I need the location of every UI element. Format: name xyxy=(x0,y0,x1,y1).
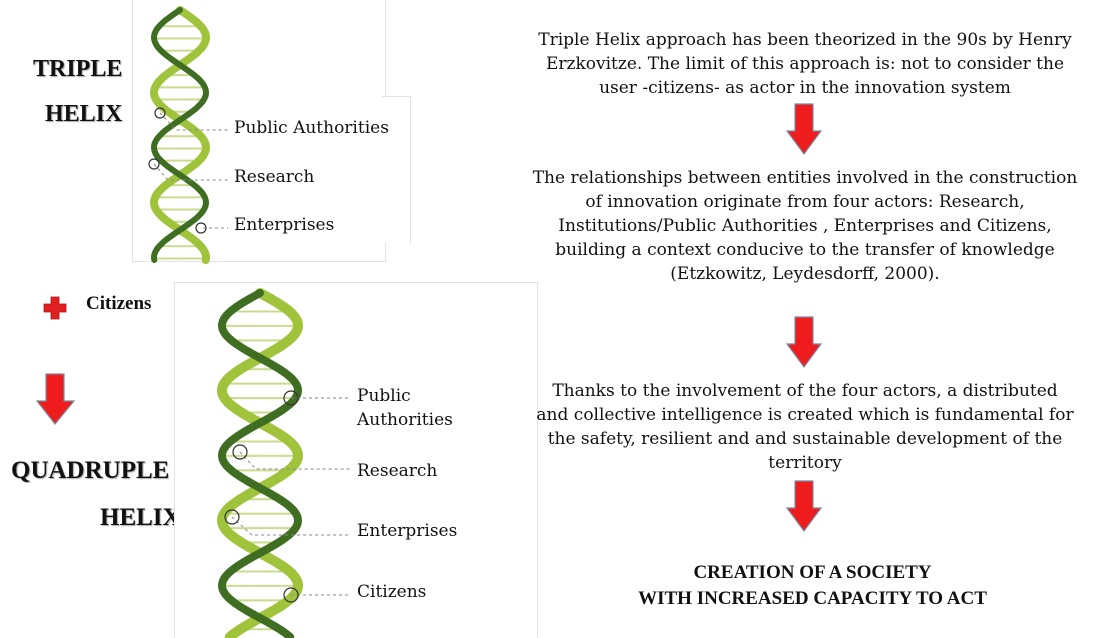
step3-line3: the safety, resilient and and sustainabl… xyxy=(547,429,1063,449)
helix-strand xyxy=(149,6,211,264)
helix-strand xyxy=(216,288,304,638)
step1-line3: user -citizens- as actor in the innovati… xyxy=(599,78,1011,98)
down-arrow-icon xyxy=(35,373,76,425)
conclusion-line2: WITH INCREASED CAPACITY TO ACT xyxy=(638,588,987,609)
step3-line2: and collective intelligence is created w… xyxy=(536,405,1074,425)
step3-line4: territory xyxy=(768,453,842,473)
step2-text: The relationships between entities invol… xyxy=(480,166,1110,286)
step1-text: Triple Helix approach has been theorized… xyxy=(480,28,1110,100)
conclusion-text: CREATION OF A SOCIETY WITH INCREASED CAP… xyxy=(540,560,1085,612)
step2-line1: The relationships between entities invol… xyxy=(532,168,1078,188)
step3-text: Thanks to the involvement of the four ac… xyxy=(480,379,1110,475)
quadruple-label-enterprises: Enterprises xyxy=(357,521,458,541)
step2-line2: of innovation originate from four actors… xyxy=(585,192,1025,212)
quadruple-label-citizens: Citizens xyxy=(357,582,427,602)
down-arrow-icon xyxy=(785,316,823,369)
step1-line1: Triple Helix approach has been theorized… xyxy=(538,30,1072,50)
triple-helix-dna-image xyxy=(149,6,211,264)
triple-helix-title-line2: HELIX xyxy=(45,101,123,127)
conclusion-line1: CREATION OF A SOCIETY xyxy=(693,562,932,583)
helix-strand xyxy=(217,289,303,638)
step2-line5: (Etzkowitz, Leydesdorff, 2000). xyxy=(670,264,940,284)
triple-label-enterprises: Enterprises xyxy=(234,215,335,235)
triple-helix-panel-notch xyxy=(382,96,411,243)
down-arrow-icon xyxy=(785,480,823,533)
plus-citizens-label: Citizens xyxy=(86,293,152,314)
quadruple-helix-title-line2: HELIX xyxy=(100,504,181,531)
step3-line1: Thanks to the involvement of the four ac… xyxy=(552,381,1058,401)
quadruple-helix-title-line1: QUADRUPLE xyxy=(11,457,170,484)
quadruple-label-research: Research xyxy=(357,461,438,481)
quadruple-label-public: Public xyxy=(357,386,411,406)
down-arrow-icon xyxy=(785,103,823,156)
triple-helix-panel xyxy=(132,0,386,262)
step2-line3: Institutions/Public Authorities , Enterp… xyxy=(558,216,1052,236)
helix-strand xyxy=(150,7,210,263)
plus-icon xyxy=(43,296,67,320)
triple-label-public-authorities: Public Authorities xyxy=(234,118,389,138)
triple-helix-title-line1: TRIPLE xyxy=(33,56,123,82)
triple-label-research: Research xyxy=(234,167,315,187)
step1-line2: Erzkovitze. The limit of this approach i… xyxy=(545,54,1065,74)
quadruple-label-authorities: Authorities xyxy=(357,410,453,430)
step2-line4: building a context conducive to the tran… xyxy=(555,240,1055,260)
